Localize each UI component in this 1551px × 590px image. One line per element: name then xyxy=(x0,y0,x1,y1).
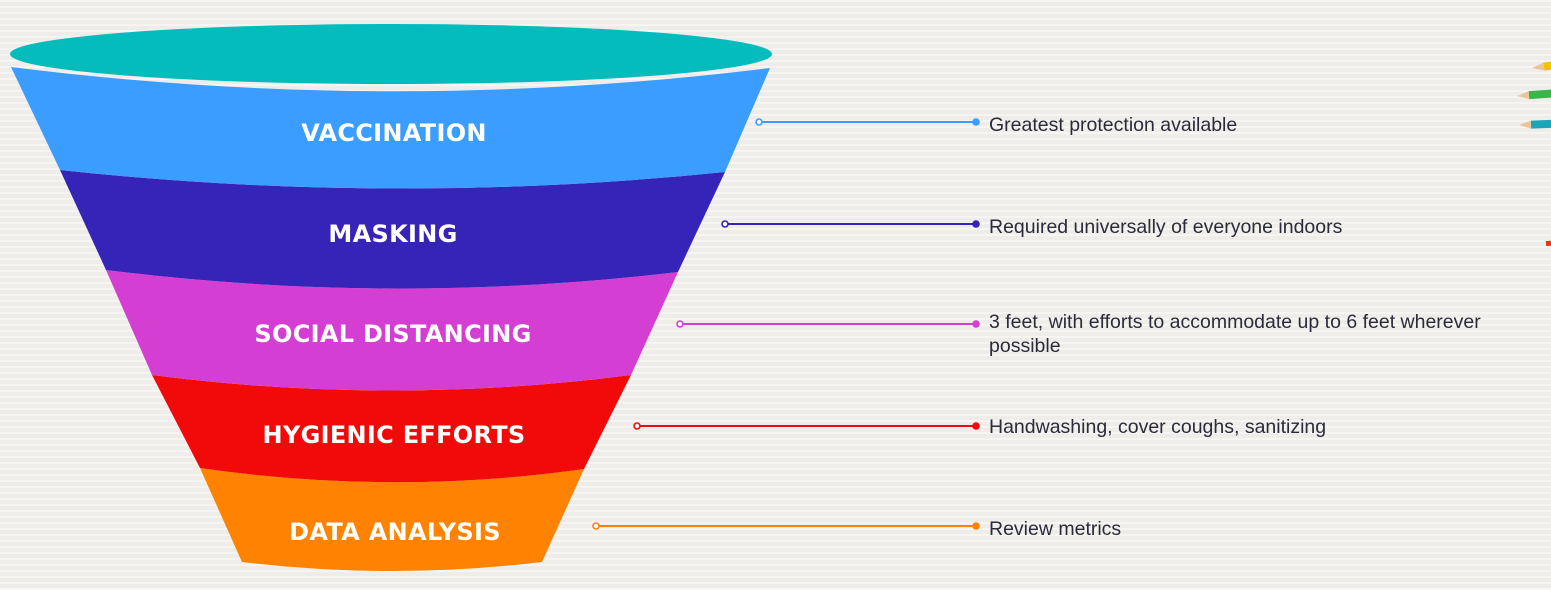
stage-description-social-distancing: 3 feet, with efforts to accommodate up t… xyxy=(989,311,1481,357)
funnel-top-ellipse xyxy=(10,24,772,84)
connector-end-dot xyxy=(972,422,980,430)
teal-pencil-icon xyxy=(1519,118,1551,129)
green-pencil-icon xyxy=(1517,86,1551,100)
stage-label-vaccination: VACCINATION xyxy=(301,119,487,147)
connector-masking xyxy=(721,220,980,228)
funnel-band-social-distancing xyxy=(106,270,678,391)
connectors xyxy=(592,118,980,530)
stage-description-masking: Required universally of everyone indoors xyxy=(989,216,1343,238)
yellow-pencil-icon xyxy=(1532,55,1551,71)
connector-start-dot xyxy=(633,422,641,430)
connector-data-analysis xyxy=(592,522,980,530)
stage-description-vaccination: Greatest protection available xyxy=(989,114,1238,136)
funnel-band-masking xyxy=(60,170,725,289)
connector-end-dot xyxy=(972,220,980,228)
connector-start-dot xyxy=(676,320,684,328)
stage-label-masking: MASKING xyxy=(328,220,457,248)
connector-end-dot xyxy=(972,118,980,126)
connector-start-dot xyxy=(755,118,763,126)
connector-end-dot xyxy=(972,522,980,530)
stage-description-data-analysis: Review metrics xyxy=(989,518,1122,540)
connector-end-dot xyxy=(972,320,980,328)
connector-vaccination xyxy=(755,118,980,126)
connector-start-dot xyxy=(721,220,729,228)
stage-description-hygienic-efforts: Handwashing, cover coughs, sanitizing xyxy=(989,416,1327,438)
funnel xyxy=(10,24,772,571)
funnel-band-data-analysis xyxy=(200,468,584,571)
connector-hygienic-efforts xyxy=(633,422,980,430)
funnel-labels: VACCINATION MASKING SOCIAL DISTANCING HY… xyxy=(254,119,531,546)
funnel-band-vaccination xyxy=(11,67,770,189)
stage-label-data-analysis: DATA ANALYSIS xyxy=(289,518,501,546)
stage-label-social-distancing: SOCIAL DISTANCING xyxy=(254,320,531,348)
red-pencil-icon xyxy=(1545,239,1551,246)
stage-label-hygienic-efforts: HYGIENIC EFFORTS xyxy=(263,421,526,449)
connector-start-dot xyxy=(592,522,600,530)
funnel-band-hygienic-efforts xyxy=(152,375,631,483)
connector-social-distancing xyxy=(676,320,980,328)
